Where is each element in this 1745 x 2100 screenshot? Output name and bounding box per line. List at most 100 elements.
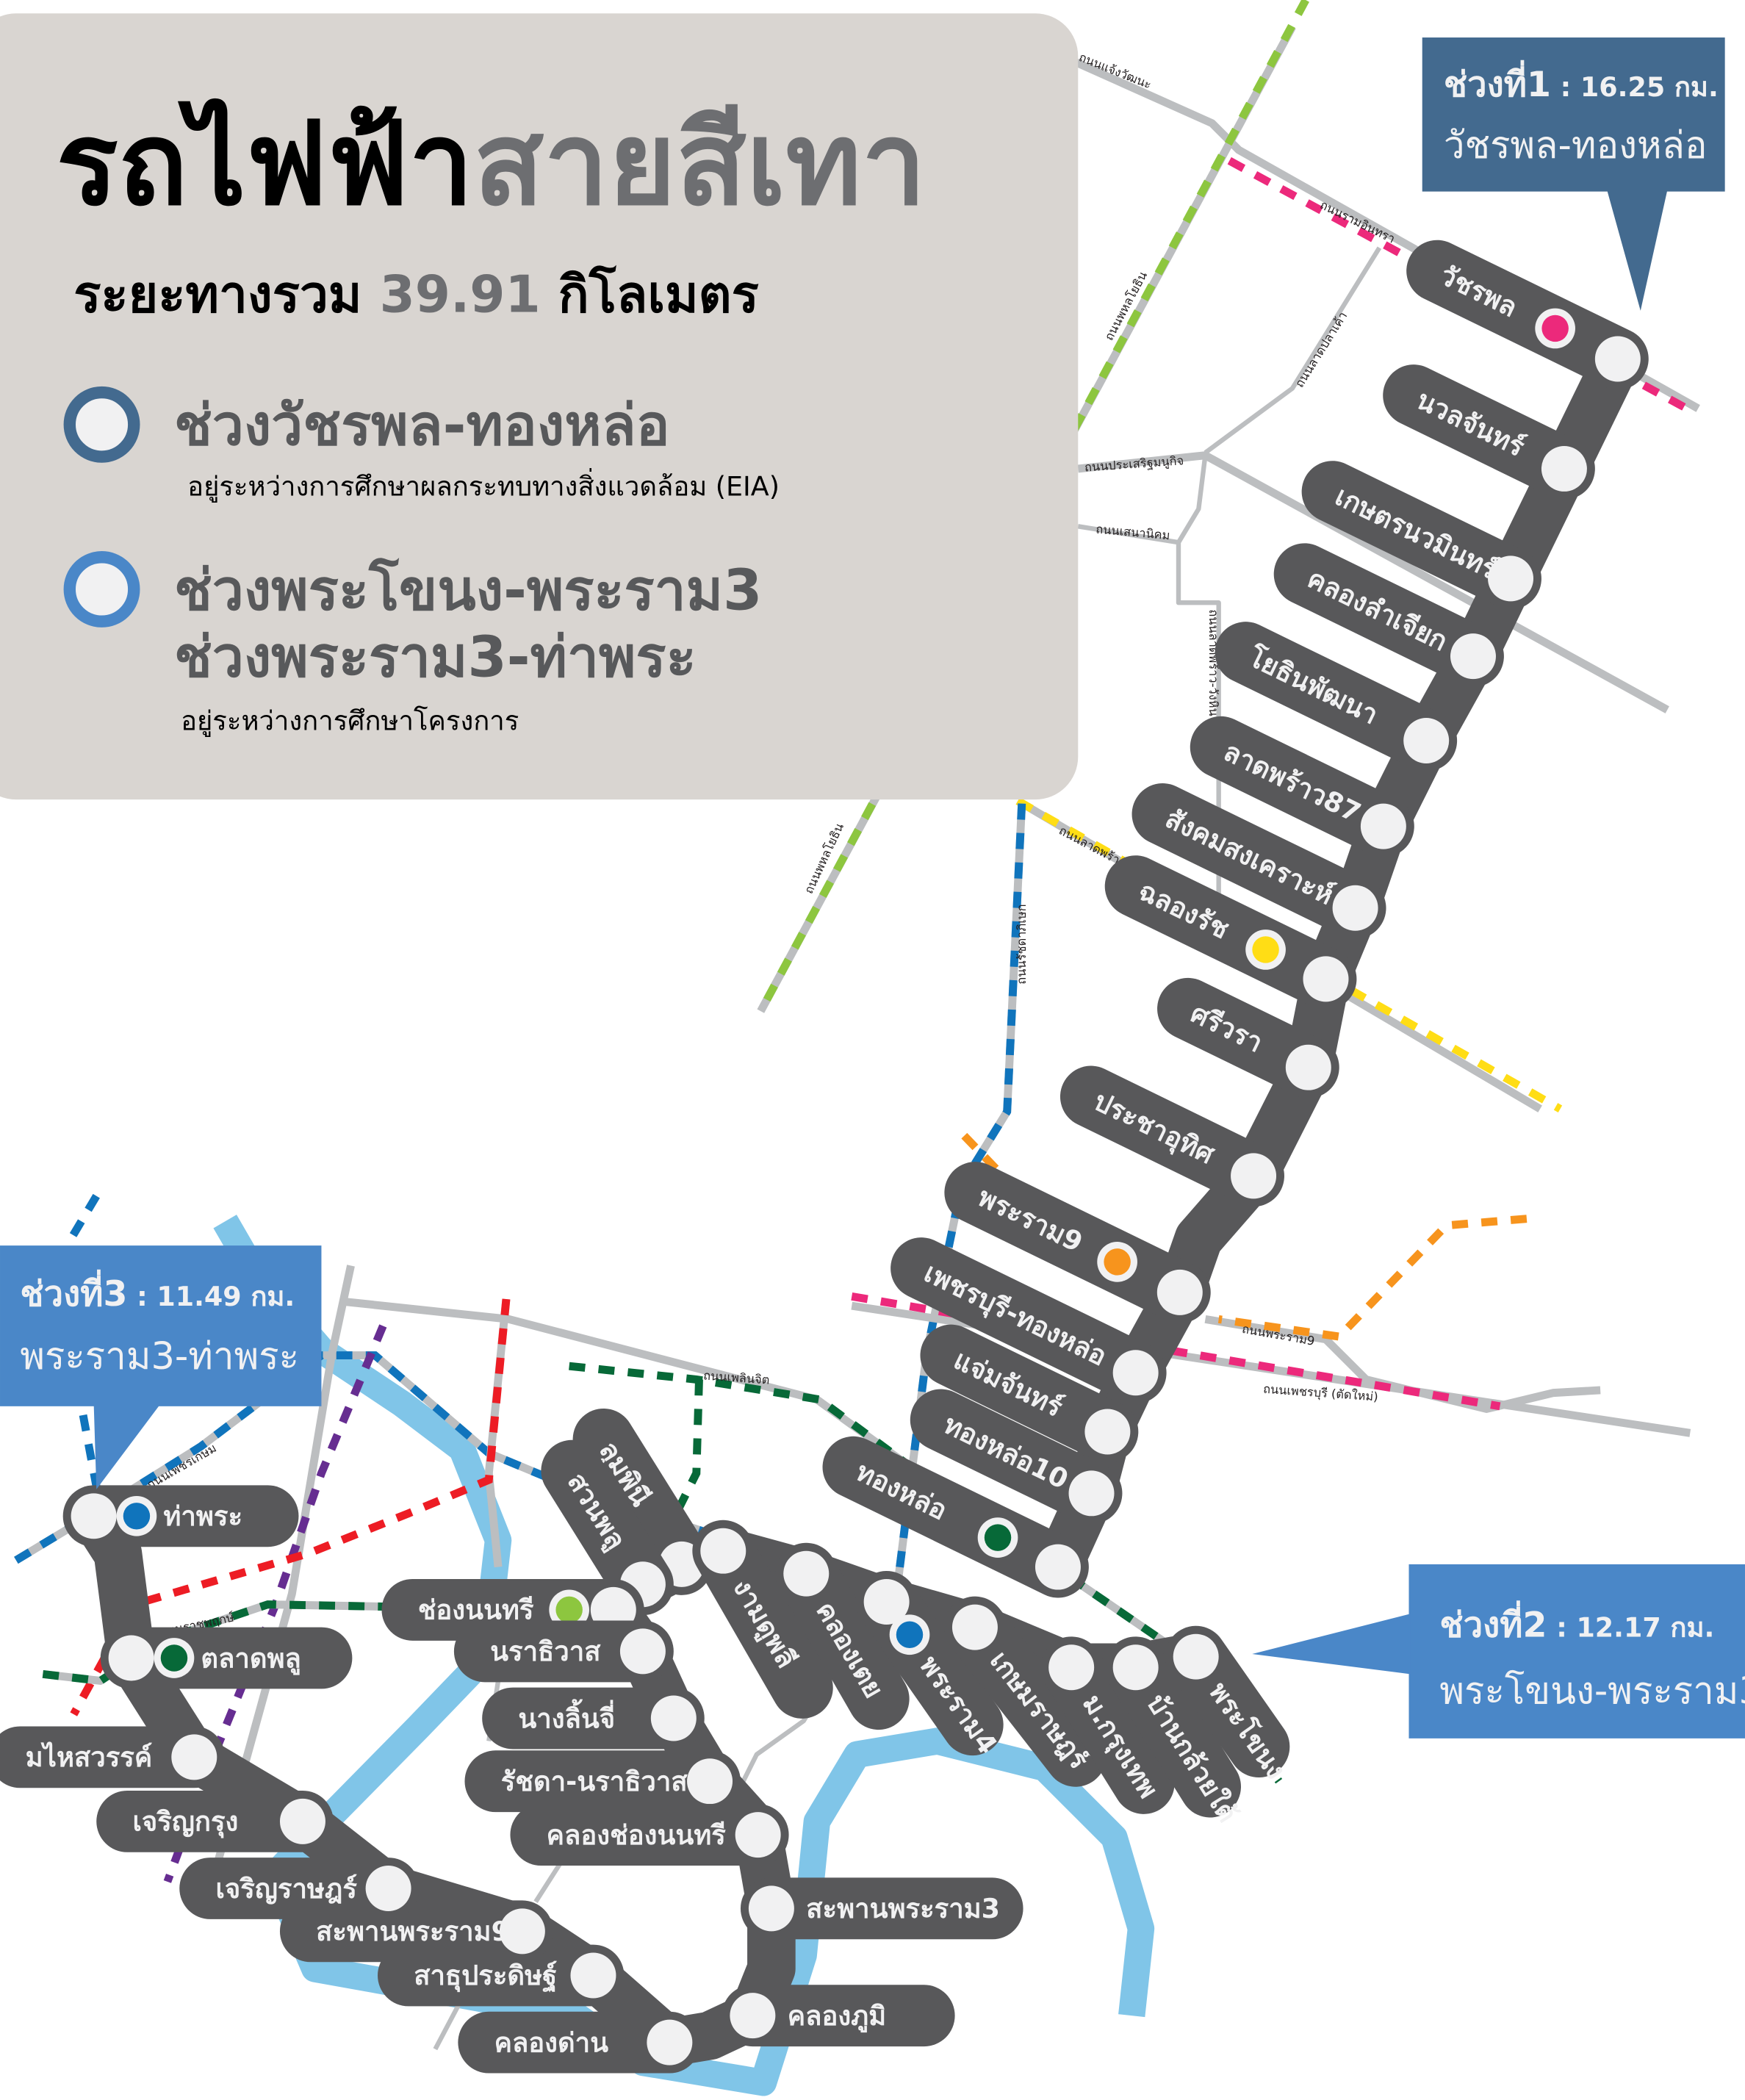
station-pill <box>822 1436 1089 1598</box>
callout-title: ช่วงที่1 : 16.25 กม. <box>1444 60 1719 105</box>
station-circle[interactable] <box>1488 555 1534 602</box>
station-circle[interactable] <box>700 1528 746 1574</box>
station-circle[interactable] <box>783 1550 830 1597</box>
station-pill <box>1383 364 1595 500</box>
station-circle[interactable] <box>1332 885 1378 931</box>
station-circle[interactable] <box>108 1635 154 1681</box>
station[interactable]: คลองช่องนนทรี <box>510 1804 789 1866</box>
station-circle[interactable] <box>1594 336 1641 382</box>
distance-unit: กิโลเมตร <box>558 265 759 325</box>
station-pill <box>692 1520 833 1719</box>
legend-marker-eia <box>63 386 140 463</box>
road-label: ถนนลาดปลาเค้า <box>1292 309 1350 390</box>
station-pill <box>1104 1636 1242 1818</box>
station[interactable]: คลองด่าน <box>458 2011 701 2074</box>
station-circle[interactable] <box>730 1993 776 2039</box>
station-circle[interactable] <box>1360 803 1406 849</box>
station-circle[interactable] <box>1285 1044 1331 1090</box>
station-circle[interactable] <box>365 1866 411 1911</box>
road-label: ถนนเพลินจิต <box>703 1368 770 1387</box>
yellow-line <box>1015 797 1563 1112</box>
station-circle[interactable] <box>1084 1409 1131 1455</box>
station-pill <box>572 1408 713 1595</box>
station-circle[interactable] <box>1112 1644 1159 1691</box>
interchange-darkgreen-icon <box>984 1524 1012 1551</box>
station[interactable]: สะพานพระราม3 <box>740 1877 1023 1940</box>
station-name: เจริญกรุง <box>132 1806 238 1839</box>
station-circle[interactable] <box>1112 1350 1159 1396</box>
station-circle[interactable] <box>171 1734 217 1780</box>
station[interactable]: วัชรพล <box>1406 240 1649 390</box>
station-circle[interactable] <box>735 1812 781 1858</box>
station[interactable]: ประชาอุทิศ <box>1059 1065 1284 1207</box>
station[interactable]: สะพานพระราม9 <box>279 1900 553 1963</box>
orange-line-east <box>1217 1215 1528 1341</box>
station-circle[interactable] <box>619 1628 666 1675</box>
station-circle[interactable] <box>748 1885 794 1932</box>
grey-line-section1 <box>1034 334 1642 1592</box>
station[interactable]: รัชดา-นราธิวาส <box>464 1750 741 1813</box>
station-circle[interactable] <box>687 1758 733 1805</box>
station-pill <box>1301 461 1541 610</box>
station[interactable]: นวลจันทร์ <box>1383 364 1595 500</box>
station[interactable]: ท่าพระ <box>62 1485 299 1547</box>
station-circle[interactable] <box>279 1798 325 1844</box>
station[interactable]: สาธุประดิษฐ์ <box>378 1944 625 2007</box>
station-pill <box>891 1237 1167 1404</box>
station[interactable]: เจริญราษฎร์ <box>179 1858 420 1919</box>
station-circle[interactable] <box>1156 1269 1203 1315</box>
legend-panel: รถไฟฟ้าสายสีเทา ระยะทางรวม 39.91 กิโลเมต… <box>0 13 1079 800</box>
legend-panel-bg <box>0 13 1079 800</box>
interchange-darkgreen-icon <box>160 1644 188 1672</box>
station-circle[interactable] <box>1173 1633 1219 1680</box>
station-circle[interactable] <box>863 1578 910 1625</box>
station-circle[interactable] <box>1048 1644 1095 1691</box>
station-circle[interactable] <box>1303 956 1349 1002</box>
callout-route: พระโขนง-พระราม3 <box>1439 1669 1745 1713</box>
distance-prefix: ระยะทางรวม <box>73 266 361 325</box>
station-circle[interactable] <box>1403 717 1450 763</box>
station-circle[interactable] <box>1450 633 1496 680</box>
station-circle[interactable] <box>570 1952 616 1999</box>
station[interactable]: ศรีวรา <box>1157 977 1339 1098</box>
callout-route: พระราม3-ท่าพระ <box>20 1335 299 1378</box>
station[interactable]: คลองภูมิ <box>722 1985 955 2047</box>
station-circle[interactable] <box>1231 1153 1277 1199</box>
station-pill <box>1273 543 1504 688</box>
station[interactable]: เจริญกรุง <box>96 1790 334 1852</box>
station[interactable]: ตลาดพลู <box>100 1627 353 1689</box>
station-name: นราธิวาส <box>490 1636 601 1667</box>
station-pill <box>944 1596 1107 1787</box>
station-pill <box>944 1162 1211 1323</box>
station[interactable]: มไหสวรรค์ <box>0 1726 226 1788</box>
station-circle[interactable] <box>71 1493 117 1539</box>
road-label: ถนนเพชรเกษม <box>145 1441 219 1492</box>
road-label: ถนนรามอินทรา <box>1318 198 1397 246</box>
station-name: คลองภูมิ <box>788 2000 886 2033</box>
station-pill <box>920 1324 1139 1463</box>
darkgreen-line <box>569 1362 1283 1784</box>
station[interactable]: ช่องนนทรี <box>381 1578 644 1641</box>
callout-title: ช่วงที่3 : 11.49 กม. <box>20 1269 295 1315</box>
total-distance: ระยะทางรวม 39.91 กิโลเมตร <box>73 265 759 325</box>
station-circle[interactable] <box>650 1695 697 1741</box>
legend-label: ช่วงวัชรพล-ทองหล่อ <box>174 393 670 459</box>
station-circle[interactable] <box>647 2019 693 2065</box>
station-pill <box>1059 1065 1284 1207</box>
station-circle[interactable] <box>1068 1470 1115 1517</box>
station-circle[interactable] <box>499 1908 545 1955</box>
station-name: ท่าพระ <box>163 1500 242 1532</box>
station-circle[interactable] <box>1035 1544 1081 1590</box>
station-name: สะพานพระราม9 <box>316 1916 510 1947</box>
interchange-lightgreen-icon <box>555 1596 583 1624</box>
station-circle[interactable] <box>951 1604 998 1650</box>
road-label: ถนนประเสริฐมนูกิจ <box>1084 453 1184 475</box>
station[interactable]: นราธิวาส <box>453 1620 674 1683</box>
station-name: สะพานพระราม3 <box>806 1893 1000 1924</box>
station-circle[interactable] <box>1541 445 1587 492</box>
blue-line-north <box>63 1193 100 1248</box>
station[interactable]: นางลิ้นจี่ <box>482 1687 705 1750</box>
title-part2: สายสีเทา <box>473 97 926 231</box>
station-name: รัชดา-นราธิวาส <box>501 1766 688 1797</box>
